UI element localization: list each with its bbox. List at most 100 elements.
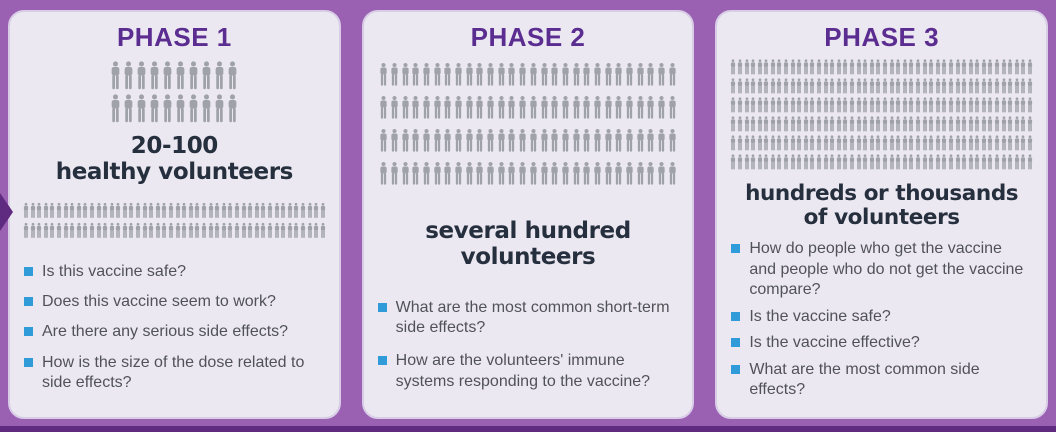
person-icon: [948, 116, 954, 132]
person-icon: [783, 135, 789, 151]
phase-1-question-list: Is this vaccine safe?Does this vaccine s…: [24, 262, 325, 404]
phase-1-panel: PHASE 1 20-100 healthy volunteers Is thi…: [8, 10, 341, 419]
person-icon: [915, 116, 921, 132]
person-icon: [955, 135, 960, 151]
person-icon: [968, 135, 973, 151]
person-icon: [30, 202, 35, 218]
person-icon: [869, 154, 874, 170]
person-icon: [540, 95, 548, 119]
person-icon: [935, 78, 940, 94]
person-icon: [816, 78, 822, 94]
person-icon: [412, 128, 419, 152]
person-icon: [202, 94, 211, 123]
person-icon: [909, 154, 914, 170]
person-icon: [896, 97, 901, 113]
person-icon: [50, 202, 55, 218]
person-icon: [476, 62, 484, 86]
phase-1-volunteer-icons: [110, 60, 238, 124]
person-icon: [530, 95, 537, 119]
person-icon: [287, 202, 292, 218]
person-icon: [658, 62, 665, 86]
person-icon: [744, 116, 749, 132]
person-icon: [124, 94, 133, 123]
person-icon: [1014, 78, 1019, 94]
person-icon: [935, 97, 940, 113]
person-icon: [96, 202, 101, 218]
person-icon: [764, 135, 769, 151]
person-icon: [737, 78, 743, 94]
person-icon: [1008, 97, 1013, 113]
person-icon: [234, 202, 240, 218]
person-icon: [830, 116, 835, 132]
person-icon: [849, 154, 855, 170]
person-icon: [261, 222, 266, 238]
person-icon: [135, 202, 141, 218]
question-item: Is this vaccine safe?: [24, 262, 325, 282]
person-icon: [487, 62, 494, 86]
left-edge-arrow-icon: [0, 193, 13, 231]
person-icon: [434, 62, 441, 86]
question-item: How is the size of the dose related to s…: [24, 353, 325, 394]
person-icon: [955, 154, 960, 170]
headline-line: volunteers: [460, 243, 596, 270]
person-icon: [208, 222, 213, 238]
person-icon: [1014, 154, 1019, 170]
bottom-border-strip: [0, 426, 1056, 432]
person-icon: [103, 202, 108, 218]
person-icon: [412, 95, 419, 119]
person-icon: [281, 222, 286, 238]
question-text: Is this vaccine safe?: [42, 262, 187, 280]
question-text: What are the most common side effects?: [749, 360, 980, 398]
person-icon: [882, 78, 888, 94]
person-icon: [605, 128, 612, 152]
person-icon: [731, 154, 736, 170]
volunteer-icon-row: [730, 77, 1033, 95]
person-icon: [228, 222, 233, 238]
person-icon: [626, 62, 633, 86]
phase-1-volunteer-count-headline: 20-100 healthy volunteers: [56, 133, 294, 186]
person-icon: [988, 135, 993, 151]
person-icon: [162, 202, 167, 218]
person-icon: [896, 154, 901, 170]
person-icon: [896, 78, 901, 94]
person-icon: [466, 161, 473, 185]
person-icon: [300, 202, 306, 218]
person-icon: [168, 202, 174, 218]
person-icon: [744, 135, 749, 151]
person-icon: [994, 97, 1000, 113]
question-text: Is the vaccine safe?: [749, 307, 891, 325]
person-icon: [444, 62, 451, 86]
person-icon: [994, 59, 1000, 75]
person-icon: [863, 154, 868, 170]
phase-2-panel: PHASE 2 several hundred volunteers What …: [361, 10, 695, 419]
person-icon: [294, 222, 299, 238]
person-icon: [594, 128, 601, 152]
person-icon: [137, 94, 146, 123]
person-icon: [797, 97, 802, 113]
person-icon: [412, 161, 419, 185]
person-icon: [1001, 97, 1006, 113]
person-icon: [797, 78, 802, 94]
person-icon: [562, 95, 569, 119]
bullet-square-icon: [377, 302, 387, 312]
person-icon: [50, 222, 55, 238]
person-icon: [790, 135, 795, 151]
question-item: Are there any serious side effects?: [24, 322, 325, 342]
person-icon: [810, 154, 815, 170]
person-icon: [155, 202, 160, 218]
person-icon: [981, 154, 986, 170]
person-icon: [1001, 135, 1006, 151]
person-icon: [241, 202, 246, 218]
phase-2-question-list: What are the most common short-term side…: [377, 298, 679, 406]
person-icon: [669, 128, 676, 152]
volunteer-icon-row: [110, 60, 238, 91]
person-icon: [929, 116, 934, 132]
person-icon: [124, 61, 133, 90]
person-icon: [1021, 59, 1026, 75]
bullet-square-icon: [731, 311, 741, 321]
person-icon: [994, 78, 1000, 94]
person-icon: [615, 62, 622, 86]
person-icon: [122, 202, 127, 218]
question-item: Is the vaccine safe?: [731, 307, 1032, 327]
question-item: What are the most common short-term side…: [377, 298, 679, 339]
